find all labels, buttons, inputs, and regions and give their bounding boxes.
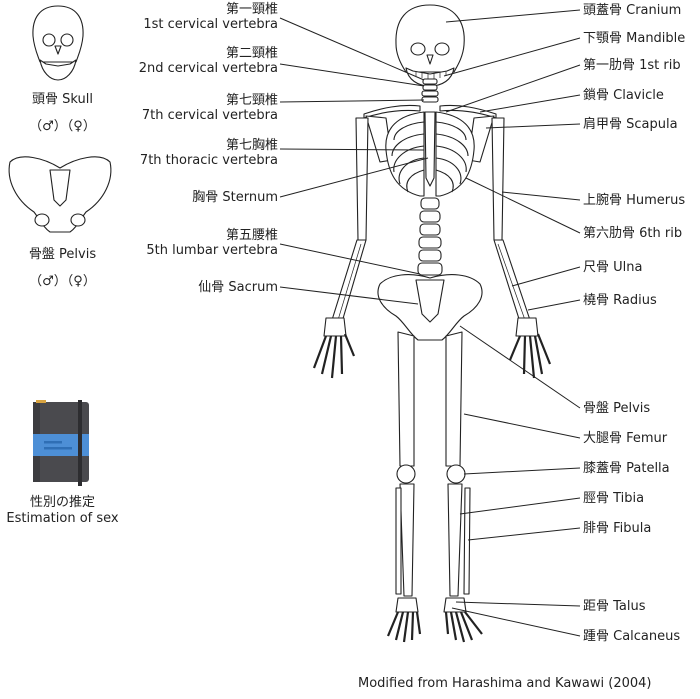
fibula-left — [395, 487, 402, 595]
leader-ulna — [511, 266, 581, 287]
leader-humerus — [501, 191, 581, 201]
patella-left — [396, 464, 416, 484]
book-label-en: Estimation of sex — [6, 511, 119, 526]
hand-right — [508, 317, 552, 379]
leader-5th-lumbar-vertebra — [279, 243, 421, 275]
label-patella: 膝蓋骨 Patella — [583, 461, 670, 476]
leader-pelvis — [459, 325, 581, 409]
sidebar-pelvis — [8, 156, 112, 233]
label-radius: 橈骨 Radius — [583, 293, 657, 308]
label-sternum: 胸骨 Sternum — [192, 190, 278, 205]
teeth — [415, 71, 447, 79]
leader-sternum — [279, 157, 429, 198]
book-label-ja: 性別の推定 — [29, 495, 95, 510]
tibia-right — [447, 483, 463, 597]
forearm-right — [493, 239, 531, 323]
fibula-right — [463, 487, 471, 595]
label-clavicle: 鎖骨 Clavicle — [583, 88, 664, 103]
leader-fibula — [467, 527, 581, 541]
leader-1st-cervical-vertebra — [279, 17, 425, 81]
leader-calcaneus — [451, 607, 581, 637]
leader-sacrum — [279, 286, 419, 305]
source-credit: Modified from Harashima and Kawawi (2004… — [358, 676, 652, 691]
leader-2nd-cervical-vertebra — [279, 63, 425, 87]
patella-right — [446, 464, 466, 484]
skull-sex-symbols: （♂）（♀） — [29, 119, 96, 134]
leader-7th-cervical-vertebra — [279, 99, 425, 103]
label-humerus: 上腕骨 Humerus — [583, 193, 686, 208]
label-6th-rib: 第六肋骨 6th rib — [583, 226, 683, 241]
leader-7th-thoracic-vertebra — [279, 148, 425, 151]
leader-6th-rib — [465, 177, 581, 234]
label-fibula: 腓骨 Fibula — [583, 521, 652, 536]
leader-patella — [463, 467, 581, 475]
label-1st-rib: 第一肋骨 1st rib — [583, 58, 681, 73]
leader-mandible — [443, 37, 581, 77]
leader-lines — [279, 9, 581, 637]
forearm-left — [331, 239, 367, 323]
leader-scapula — [485, 123, 581, 129]
pelvis-label: 骨盤 Pelvis — [28, 247, 97, 262]
cranium — [395, 4, 465, 73]
skull-label: 頭骨 Skull — [32, 92, 93, 107]
leader-clavicle — [479, 94, 581, 113]
label-talus: 距骨 Talus — [583, 599, 646, 614]
label-cranium: 頭蓋骨 Cranium — [583, 3, 682, 18]
humerus-right — [491, 117, 505, 241]
leader-femur — [463, 413, 581, 439]
label-sacrum: 仙骨 Sacrum — [198, 280, 278, 295]
leader-talus — [455, 601, 581, 607]
label-scapula: 肩甲骨 Scapula — [583, 117, 678, 132]
label-pelvis: 骨盤 Pelvis — [583, 401, 651, 416]
sidebar-skull — [32, 5, 84, 81]
leader-1st-rib — [445, 64, 581, 113]
cervical-spine — [421, 78, 439, 103]
sacrum — [415, 279, 445, 323]
label-mandible: 下顎骨 Mandible — [583, 31, 686, 46]
leader-radius — [527, 299, 581, 311]
foot-right — [443, 597, 483, 643]
femur-right — [445, 331, 463, 467]
leader-tibia — [459, 497, 581, 515]
foot-left — [386, 597, 422, 643]
lumbar-spine — [417, 197, 443, 276]
femur-left — [397, 331, 415, 467]
label-ulna: 尺骨 Ulna — [583, 260, 643, 275]
pelvis-sex-symbols: （♂）（♀） — [29, 274, 96, 289]
hand-left — [312, 317, 356, 379]
humerus-left — [355, 117, 369, 241]
sternum — [424, 111, 436, 187]
leader-cranium — [445, 9, 581, 23]
book-icon — [33, 400, 89, 486]
label-tibia: 脛骨 Tibia — [583, 491, 645, 506]
label-calcaneus: 踵骨 Calcaneus — [583, 629, 681, 644]
label-femur: 大腿骨 Femur — [583, 431, 668, 446]
tibia-left — [399, 483, 415, 597]
